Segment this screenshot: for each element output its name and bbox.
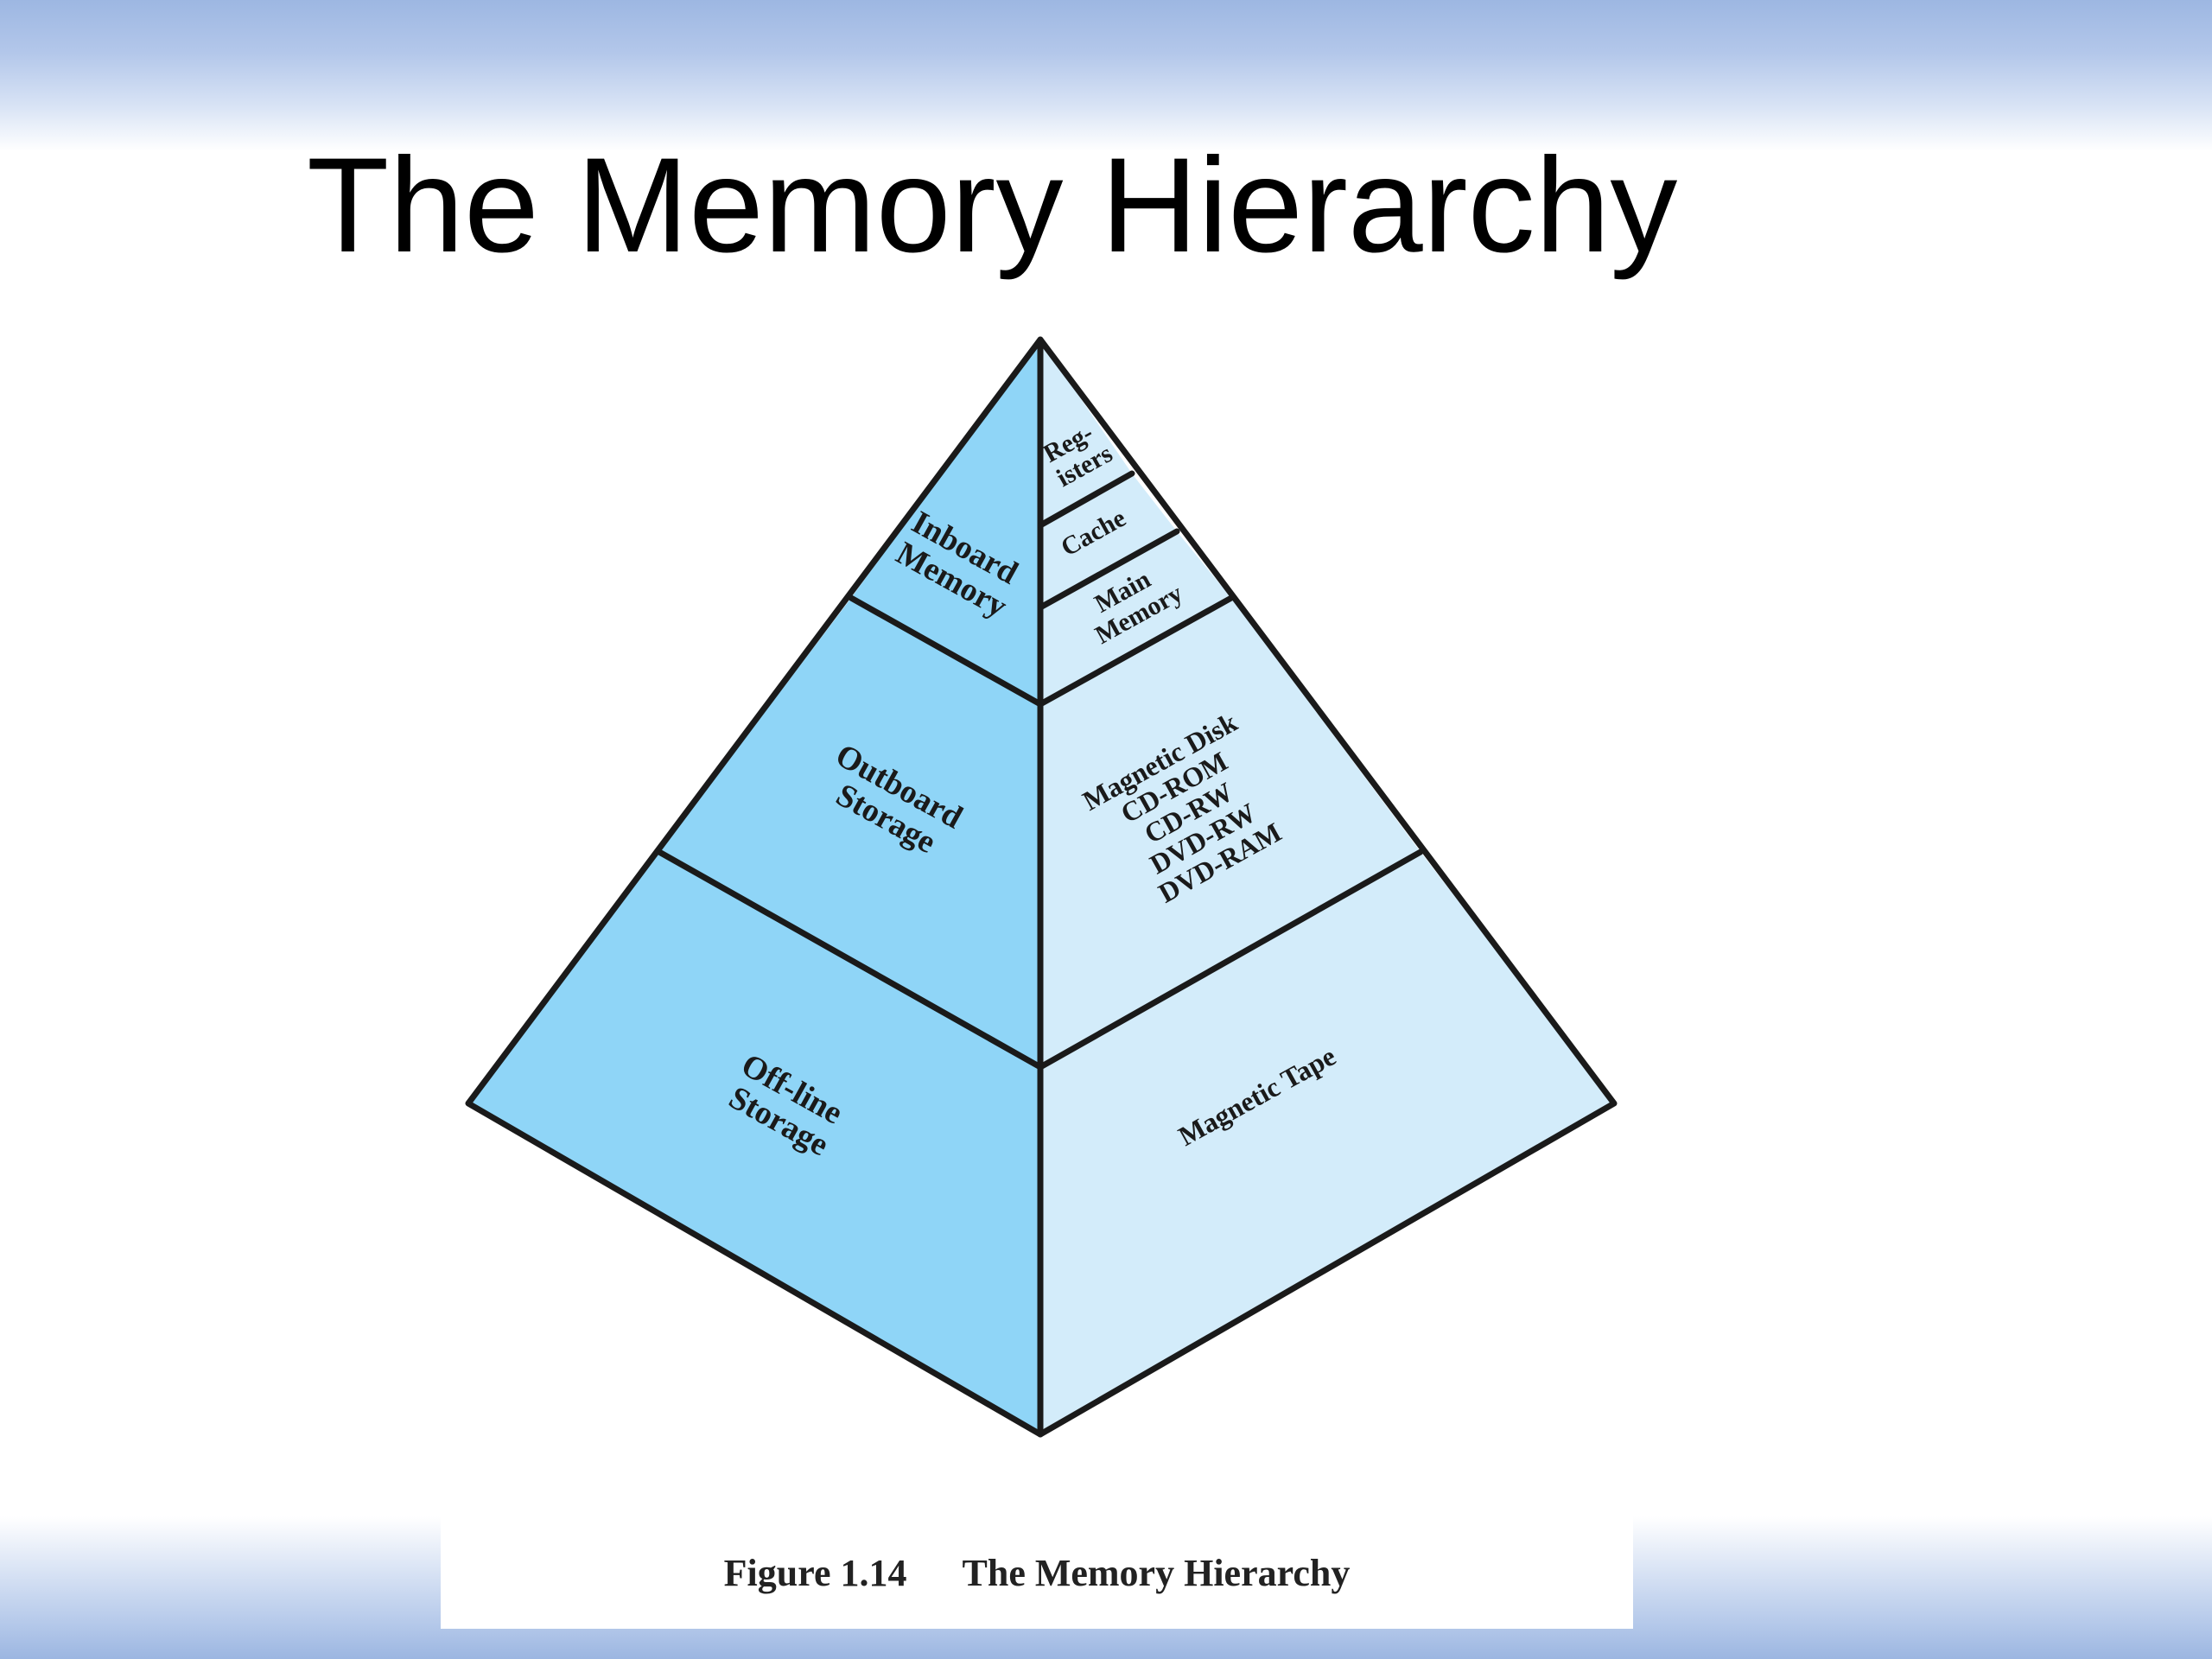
figure-caption: Figure 1.14 The Memory Hierarchy <box>441 1516 1633 1629</box>
top-gradient-band <box>0 0 2212 151</box>
divider-outboard <box>656 849 1424 1071</box>
main-memory-region <box>1040 531 1231 704</box>
divider-inboard <box>848 594 1235 708</box>
pyramid-outline <box>465 336 1618 1438</box>
outboard-storage-region <box>659 598 1040 1067</box>
inboard-memory-region <box>851 340 1040 704</box>
divider-registers <box>1037 470 1135 529</box>
offline-storage-region <box>468 852 1040 1434</box>
magnetic-tape-region <box>1040 852 1614 1434</box>
registers-region <box>1040 340 1132 525</box>
figure-title: The Memory Hierarchy <box>962 1551 1351 1594</box>
divider-cache <box>1037 528 1180 611</box>
slide-title: The Memory Hierarchy <box>307 130 1678 281</box>
figure-number: Figure 1.14 <box>723 1551 907 1594</box>
figure-caption-panel: Figure 1.14 The Memory Hierarchy <box>441 1516 1633 1629</box>
magnetic-disk-region <box>1040 598 1421 1067</box>
